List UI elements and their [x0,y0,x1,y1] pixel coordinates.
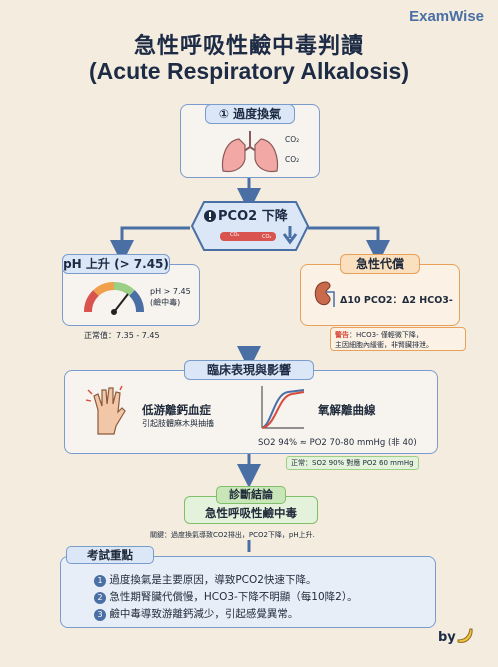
kidney-icon [314,281,335,307]
exam-point-number: 2 [94,592,106,604]
clinical-header: 臨床表現與影響 [184,360,314,380]
diagnosis-key: 關鍵：過度換氣導致CO2排出，PCO2下降，pH上升. [150,531,315,539]
hypocalcemia-title: 低游離鈣血症 [142,403,211,417]
hyperventilation-box: ① 過度換氣 CO₂ CO₂ [180,104,320,178]
diagnosis-header: 診斷結論 [216,486,286,504]
ph-gauge-icon [83,281,145,315]
exam-point: 2 急性期腎臟代償慢，HCO3-下降不明顯（每10降2）。 [94,589,358,606]
diagnosis-box [184,496,318,524]
pco2-drop-label: PCO2 下降 [218,209,288,224]
exam-point-text: 鹼中毒導致游離鈣減少，引起感覺異常。 [109,608,299,620]
exam-point: 1 過度換氣是主要原因，導致PCO2快速下降。 [94,572,358,589]
ph-gauge-label-line2: (鹼中毒) [150,298,181,307]
brand-logo: ExamWise [409,8,484,25]
exam-points-box [60,556,436,628]
banana-icon [457,628,473,643]
warning-line1: ：HCO3- 僅輕微下降， [349,331,423,339]
page-subtitle: (Acute Respiratory Alkalosis) [89,58,409,84]
oxygen-curve-icon [261,386,305,429]
hyperventilation-label: 過度換氣 [233,107,282,121]
clinical-box [64,370,438,454]
oxygen-normal-note: 正常：SO2 90% 對應 PO2 60 mmHg [286,456,419,470]
ph-gauge-label: pH > 7.45 (鹼中毒) [150,286,191,308]
exam-point-number: 3 [94,609,106,621]
lungs-icon [221,131,279,173]
exam-points-header: 考試重點 [66,546,154,564]
hypocalcemia-subtitle: 引起肢體麻木與抽搐 [142,419,214,428]
diagnosis-result: 急性呼吸性鹼中毒 [205,506,297,520]
blood-co2-a: CO₂ [230,232,240,238]
page-title: 急性呼吸性鹼中毒判讀 [133,34,364,59]
blood-co2-b: CO₂ [262,234,272,240]
warning-label: 警告 [335,331,349,339]
compensation-header: 急性代償 [340,254,420,274]
warning-line2: 主因細胞內緩衝，非腎臟排泄。 [335,341,433,349]
compensation-ratio: Δ10 PCO2：Δ2 HCO3- [340,295,453,306]
exam-point: 3 鹼中毒導致游離鈣減少，引起感覺異常。 [94,606,358,623]
exam-point-text: 急性期腎臟代償慢，HCO3-下降不明顯（每10降2）。 [109,591,358,603]
oxygen-curve-formula: SO2 94% ≈ PO2 70-80 mmHg (非 40) [258,438,417,448]
compensation-warning: 警告：HCO3- 僅輕微下降， 主因細胞內緩衝，非腎臟排泄。 [330,327,466,351]
ph-normal-range: 正常值：7.35 - 7.45 [84,331,160,340]
exam-points-list: 1 過度換氣是主要原因，導致PCO2快速下降。 2 急性期腎臟代償慢，HCO3-… [94,572,358,623]
co2-label-top: CO₂ [285,135,300,144]
co2-label-bottom: CO₂ [285,155,300,164]
oxygen-curve-title: 氧解離曲線 [318,403,376,417]
exam-point-number: 1 [94,575,106,587]
hyperventilation-header: ① 過度換氣 [205,104,295,124]
exam-point-text: 過度換氣是主要原因，導致PCO2快速下降。 [109,574,317,586]
pco2-drop-hexagon [190,201,310,251]
ph-rise-header: pH 上升 (> 7.45) [62,254,170,274]
ph-gauge-label-line1: pH > 7.45 [150,287,191,296]
byline: by [438,630,456,645]
step-number: ① [218,107,229,121]
hand-tingling-icon [86,385,126,435]
